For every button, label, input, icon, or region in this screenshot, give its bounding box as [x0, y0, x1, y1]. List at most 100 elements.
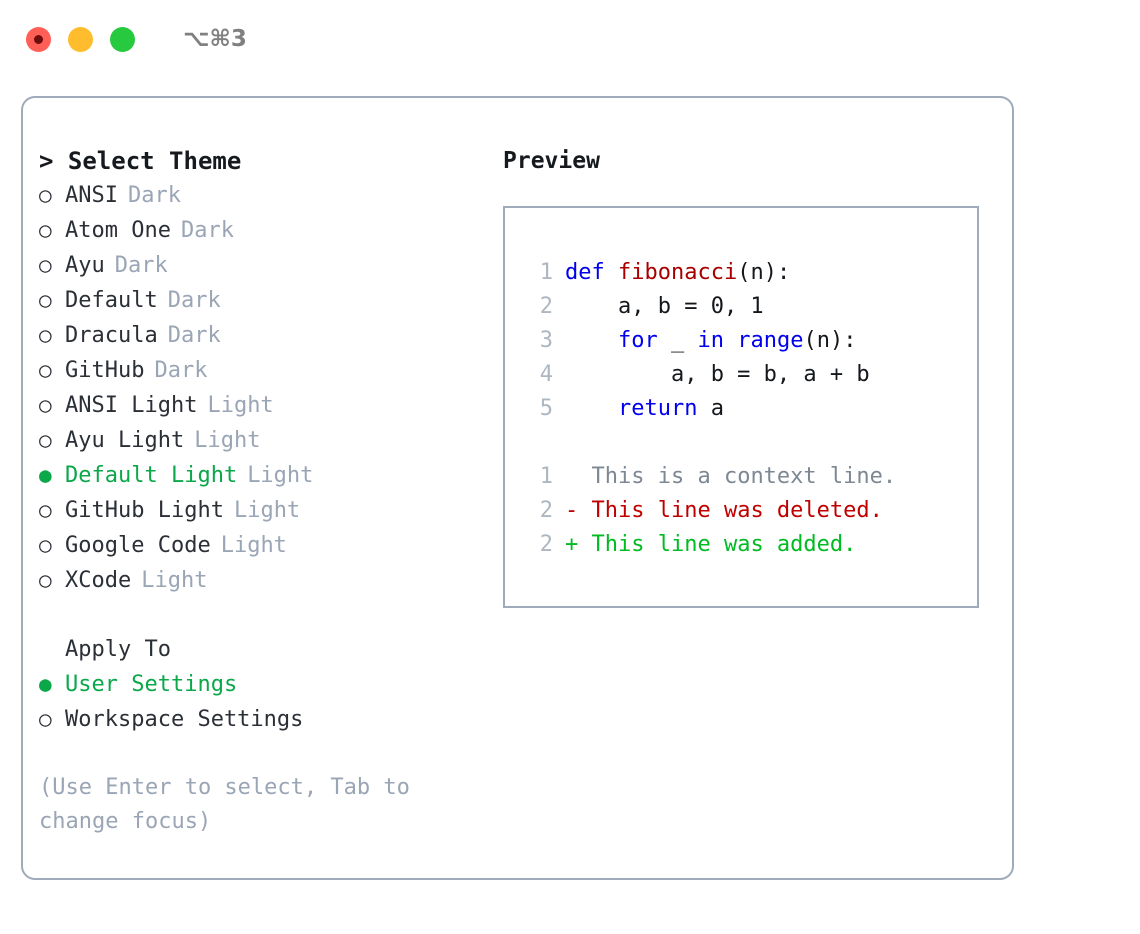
code-token [565, 396, 618, 421]
theme-option-tag: Light [207, 393, 274, 418]
code-token: a, b = 0, 1 [565, 294, 764, 319]
diff-line-number: 2 [539, 498, 553, 523]
diff-line-content: This line was deleted. [591, 498, 883, 523]
keyboard-hint-text: (Use Enter to select, Tab to change focu… [39, 775, 410, 834]
code-line: 2 a, b = 0, 1 [519, 290, 969, 324]
theme-option-label: Default [65, 288, 158, 313]
code-token: def [565, 260, 605, 285]
radio-unselected-icon: ○ [39, 533, 52, 557]
apply-to-option-user-settings[interactable]: ●User Settings [39, 667, 479, 702]
list-spacer [39, 598, 479, 632]
diff-sample: 1 This is a context line.2- This line wa… [519, 460, 969, 562]
radio-unselected-icon: ○ [39, 498, 52, 522]
diff-line-marker [565, 464, 592, 489]
radio-unselected-icon: ○ [39, 218, 52, 242]
theme-option-tag: Light [220, 533, 287, 558]
code-line-text: return a [565, 392, 724, 426]
code-line-number: 2 [539, 294, 553, 319]
radio-unselected-icon: ○ [39, 253, 52, 277]
theme-option-tag: Dark [127, 183, 181, 208]
theme-option-default-light[interactable]: ● Default Light Light [39, 458, 479, 493]
code-token [724, 328, 737, 353]
theme-option-google-code[interactable]: ○ Google Code Light [39, 528, 479, 563]
keyboard-shortcut-label: ⌥⌘3 [183, 26, 247, 52]
theme-option-label: Default Light [65, 463, 238, 488]
code-token: for [617, 328, 658, 353]
title-bar: ⌥⌘3 [0, 0, 1140, 78]
diff-line-del: 2- This line was deleted. [519, 494, 969, 528]
diff-line-marker: - [565, 498, 592, 523]
code-line-number: 5 [539, 396, 553, 421]
close-button-icon[interactable] [26, 26, 51, 52]
hint-spacer [39, 737, 479, 771]
diff-line-text: This is a context line. [565, 460, 897, 494]
radio-unselected-icon: ○ [39, 323, 52, 347]
theme-option-xcode[interactable]: ○ XCode Light [39, 563, 479, 598]
theme-option-tag: Dark [167, 323, 221, 348]
diff-line-content: This line was added. [591, 532, 857, 557]
code-line: 5 return a [519, 392, 969, 426]
code-token: a, b = b, a + b [565, 362, 870, 387]
code-line-text: a, b = b, a + b [565, 358, 870, 392]
theme-option-label: Ayu Light [65, 428, 185, 453]
theme-option-tag: Light [141, 568, 208, 593]
zoom-button-icon[interactable] [110, 26, 135, 52]
theme-option-label: GitHub Light [65, 498, 224, 523]
code-token: fibonacci [618, 260, 738, 285]
code-token: _ [657, 328, 698, 353]
theme-option-ayu-light[interactable]: ○ Ayu Light Light [39, 423, 479, 458]
theme-option-tag: Light [247, 463, 314, 488]
code-line-number: 1 [539, 260, 553, 285]
radio-unselected-icon: ○ [39, 568, 52, 592]
theme-option-label: Google Code [65, 533, 211, 558]
theme-option-label: GitHub [65, 358, 145, 383]
radio-selected-icon: ● [39, 463, 52, 487]
theme-option-label: Dracula [65, 323, 158, 348]
code-token [605, 260, 618, 285]
code-line-text: for _ in range(n): [565, 324, 856, 358]
radio-unselected-icon: ○ [39, 707, 52, 731]
minimize-button-icon[interactable] [68, 26, 93, 52]
apply-to-header-label: Apply To [65, 637, 171, 662]
preview-title: Preview [503, 148, 600, 174]
code-line: 3 for _ in range(n): [519, 324, 969, 358]
window-controls [26, 26, 135, 52]
theme-option-label: Atom One [65, 218, 171, 243]
theme-option-label: ANSI Light [65, 393, 198, 418]
apply-to-option-workspace-settings[interactable]: ○ Workspace Settings [39, 702, 479, 737]
radio-selected-icon: ● [39, 672, 52, 696]
radio-unselected-icon: ○ [39, 428, 52, 452]
code-line: 1 def fibonacci(n): [519, 256, 969, 290]
theme-option-tag: Light [194, 428, 261, 453]
apply-to-header-marker: ○ [39, 632, 65, 666]
code-token: in [697, 328, 724, 353]
theme-option-default[interactable]: ○ Default Dark [39, 283, 479, 318]
code-line: 4 a, b = b, a + b [519, 358, 969, 392]
theme-option-tag: Dark [114, 253, 168, 278]
select-theme-header: > Select Theme [39, 147, 242, 175]
code-line-number: 3 [539, 328, 553, 353]
diff-line-number: 1 [539, 464, 553, 489]
theme-option-tag: Dark [167, 288, 221, 313]
apply-to-header: ○ Apply To [39, 632, 479, 667]
diff-line-ctx: 1 This is a context line. [519, 460, 969, 494]
theme-option-dracula[interactable]: ○ Dracula Dark [39, 318, 479, 353]
code-diff-separator [519, 426, 969, 460]
theme-option-label: XCode [65, 568, 132, 593]
code-line-text: def fibonacci(n): [565, 256, 790, 290]
apply-to-option-label: Workspace Settings [65, 707, 304, 732]
diff-line-add: 2+ This line was added. [519, 528, 969, 562]
radio-unselected-icon: ○ [39, 288, 52, 312]
apply-to-option-list[interactable]: ●User Settings ○ Workspace Settings [39, 667, 479, 737]
